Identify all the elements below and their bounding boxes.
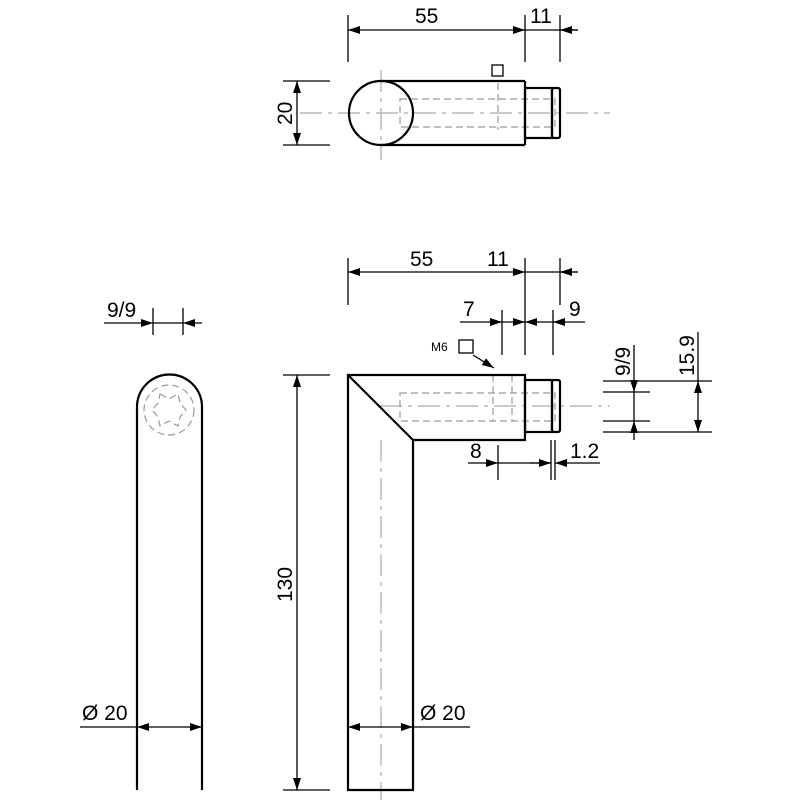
dim-nub-length: 11 — [530, 5, 552, 28]
round-end — [347, 79, 415, 147]
dim-nub-diameter: 15.9 — [676, 335, 699, 376]
top-view: 55 11 20 — [274, 5, 610, 160]
dim-inner-diameter: 9/9 — [612, 347, 635, 376]
dim-diameter: 20 — [274, 102, 297, 125]
screw-icon — [491, 64, 504, 77]
handle-body — [346, 373, 527, 792]
dim-length: 55 — [415, 5, 438, 28]
thread-label: M6 — [431, 340, 448, 354]
dim-height: 130 — [274, 567, 297, 602]
dim-diameter: Ø 20 — [420, 702, 466, 725]
dim-square-drive: 9/9 — [107, 299, 136, 322]
dim-hole-depth: 8 — [470, 440, 482, 463]
dim-nub-length: 11 — [487, 248, 509, 271]
screw-icon — [458, 339, 474, 354]
dim-nub-groove: 9 — [569, 298, 581, 321]
dim-groove-width: 1.2 — [570, 440, 599, 463]
end-view: 9/9 Ø 20 — [80, 299, 204, 790]
end-body — [135, 373, 204, 790]
side-view: 55 11 7 9 M6 8 1.2 9/9 15.9 — [274, 248, 712, 800]
dim-screw-offset: 7 — [463, 298, 475, 321]
square-drive-icon — [151, 393, 187, 427]
dim-diameter: Ø 20 — [82, 702, 128, 725]
dim-length: 55 — [410, 248, 433, 271]
